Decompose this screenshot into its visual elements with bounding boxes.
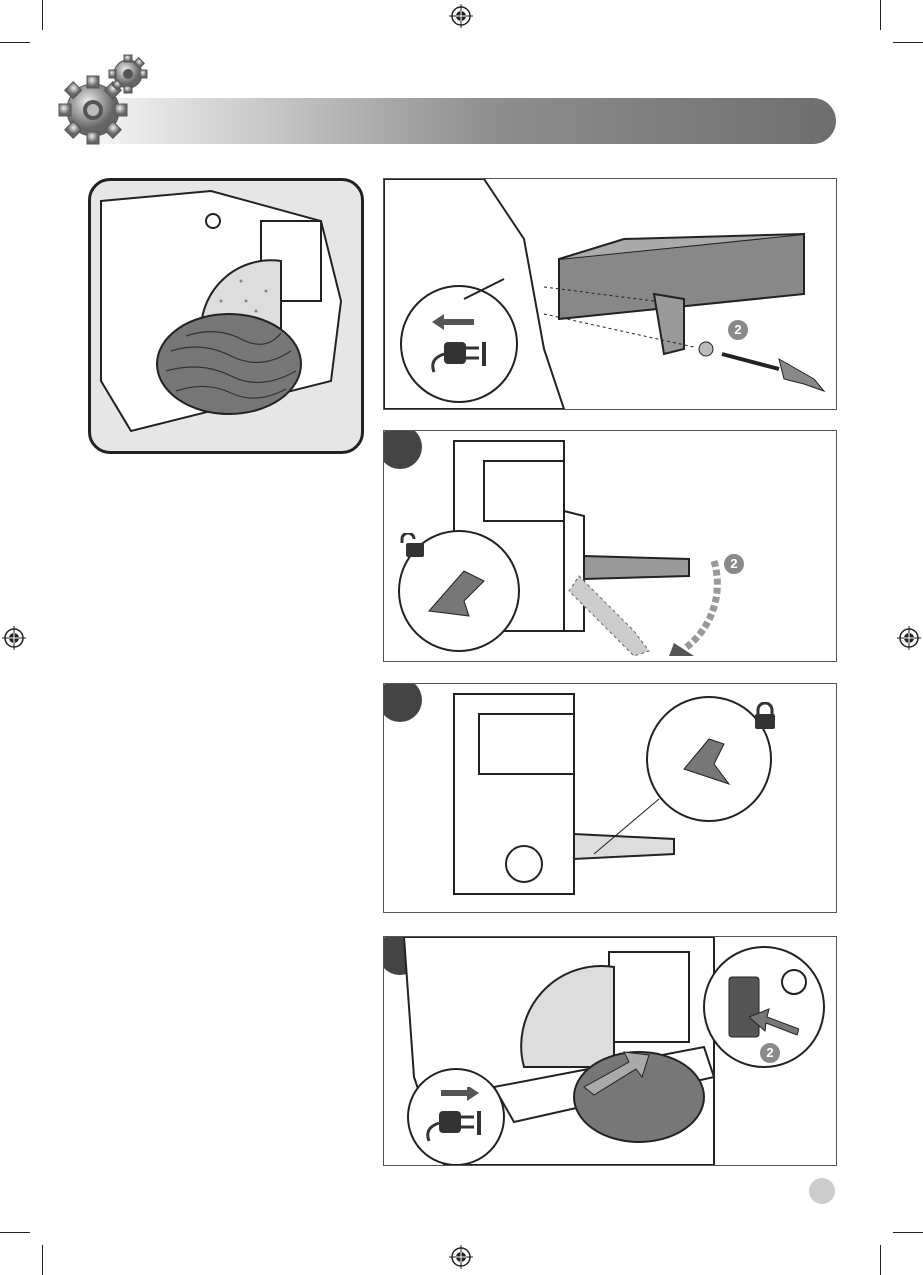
padlock-closed-icon [752,702,778,730]
overview-illustration [88,178,364,454]
registration-mark-top [449,4,473,28]
step-badge-unplug: 2 [727,319,749,341]
push-arrow-icon [749,1007,799,1037]
step-panel-2: 2 [383,430,837,662]
registration-mark-right [897,626,921,650]
step-badge-switch: 2 [759,1042,781,1064]
plug-icon [424,314,494,374]
registration-mark-left [2,626,26,650]
section-banner [60,98,836,144]
step-badge-tilt: 2 [723,553,745,575]
plug-icon [419,1087,489,1147]
step-panel-3 [383,683,837,913]
page-number-marker [809,1178,835,1204]
step-panel-4: 2 [383,936,837,1166]
padlock-open-icon [396,533,426,559]
gear-icon [58,52,158,152]
step-panel-1: 2 [383,178,837,410]
registration-mark-bottom [449,1245,473,1269]
